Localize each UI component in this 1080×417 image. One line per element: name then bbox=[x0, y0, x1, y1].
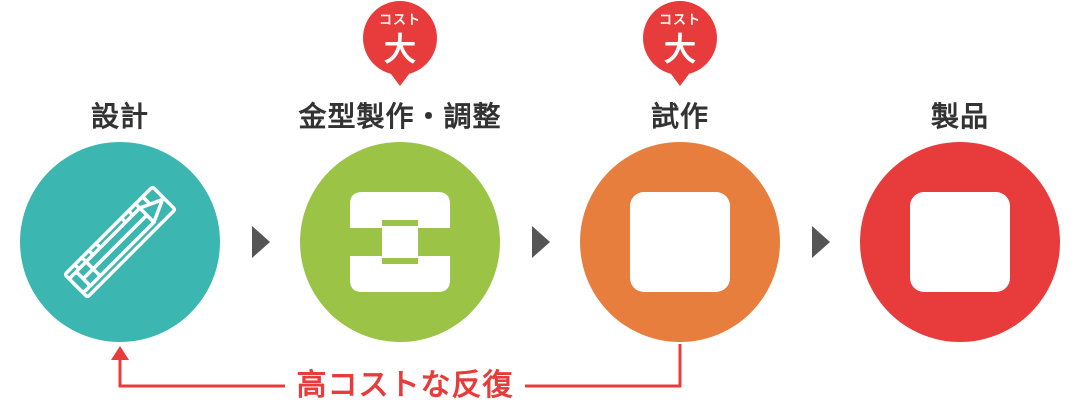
flow-arrow-2 bbox=[532, 226, 550, 258]
badge-big-text: 大 bbox=[383, 30, 416, 68]
badge-small-text: コスト bbox=[378, 13, 421, 28]
flow-arrow-1 bbox=[252, 226, 270, 258]
step-label-mold: 金型製作・調整 bbox=[298, 100, 502, 133]
ruler-pencil-icon bbox=[63, 185, 177, 299]
flow-arrow-3 bbox=[812, 226, 830, 258]
mold-icon bbox=[350, 192, 450, 292]
badge-bubble-shape bbox=[363, 1, 437, 86]
rounded-square-icon bbox=[910, 192, 1010, 292]
rounded-square-icon bbox=[630, 192, 730, 292]
step-circle-design bbox=[20, 142, 220, 342]
badge-big-text: 大 bbox=[663, 30, 696, 68]
step-label-prototype: 試作 bbox=[650, 100, 709, 133]
feedback-label: 高コストな反復 bbox=[285, 360, 525, 404]
step-label-product: 製品 bbox=[930, 100, 989, 133]
step-circle-mold bbox=[300, 142, 500, 342]
step-circle-prototype bbox=[580, 142, 780, 342]
feedback-arrowhead bbox=[111, 346, 129, 360]
badge-small-text: コスト bbox=[658, 13, 701, 28]
badge-bubble-shape bbox=[643, 1, 717, 86]
step-circle-product bbox=[860, 142, 1060, 342]
cost-badge-mold: コスト 大 bbox=[358, 0, 442, 88]
step-label-design: 設計 bbox=[90, 100, 149, 133]
cost-badge-prototype: コスト 大 bbox=[638, 0, 722, 88]
